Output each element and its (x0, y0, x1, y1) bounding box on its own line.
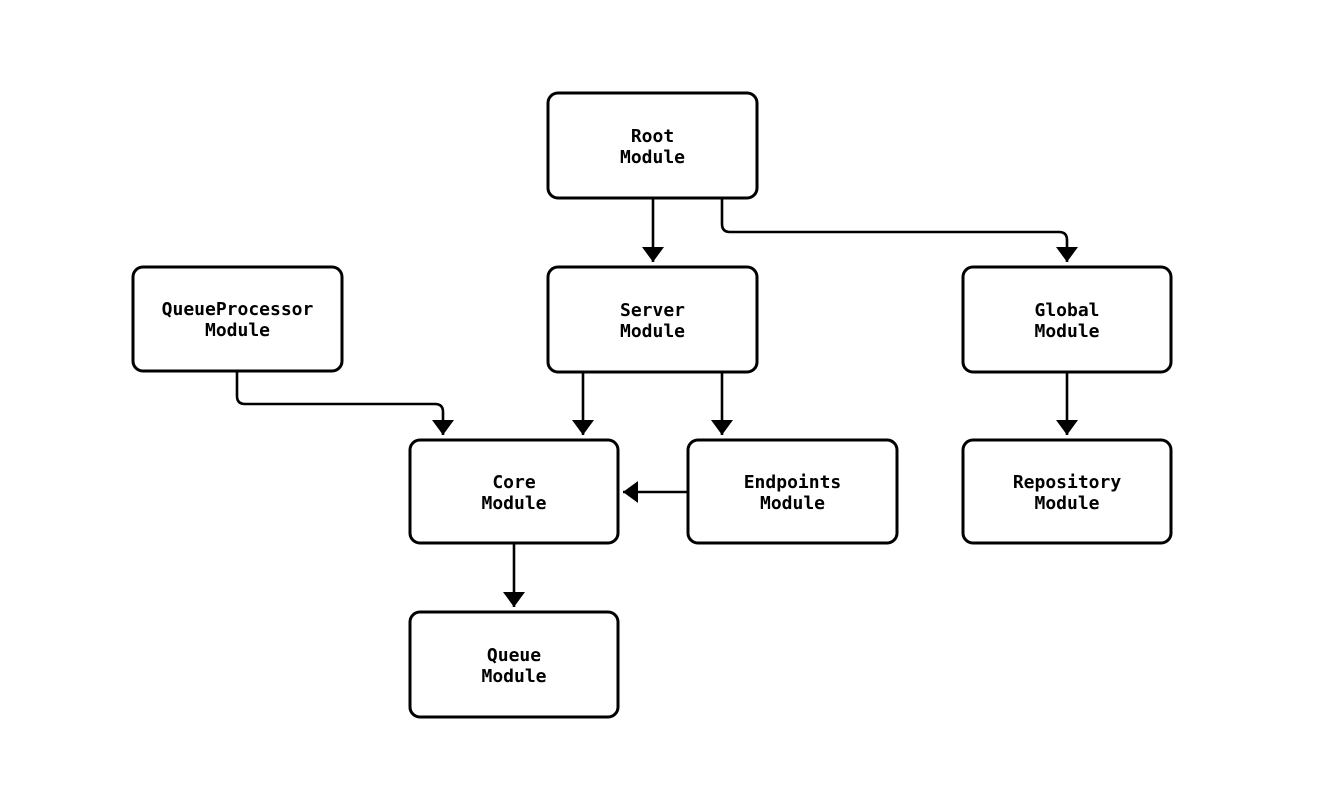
node-layer: Root Module Server Module Global Module … (131, 91, 1173, 719)
node-queue-module: Queue Module (408, 610, 620, 719)
node-server-subtitle: Module (620, 321, 685, 342)
node-root-box (546, 91, 759, 200)
node-queue-subtitle: Module (481, 666, 546, 687)
node-core-subtitle: Module (481, 493, 546, 514)
node-core-module: Core Module (408, 438, 620, 545)
node-global-subtitle: Module (1034, 321, 1099, 342)
edge-root-to-global (720, 198, 1078, 262)
node-core-box (408, 438, 620, 545)
node-root-title: Root (631, 126, 674, 147)
node-global-box (961, 265, 1173, 374)
node-repository-title: Repository (1013, 472, 1122, 493)
node-root-module: Root Module (546, 91, 759, 200)
node-global-module: Global Module (961, 265, 1173, 374)
node-server-box (546, 265, 759, 374)
edge-queueprocessor-to-core (235, 371, 454, 435)
node-global-title: Global (1034, 300, 1099, 321)
node-queueprocessor-module: QueueProcessor Module (131, 265, 344, 373)
node-root-subtitle: Module (620, 147, 685, 168)
node-repository-module: Repository Module (961, 438, 1173, 545)
node-repository-subtitle: Module (1034, 493, 1099, 514)
node-queueprocessor-title: QueueProcessor (162, 299, 314, 320)
node-queueprocessor-box (131, 265, 344, 373)
node-endpoints-title: Endpoints (744, 472, 842, 493)
node-queueprocessor-subtitle: Module (205, 320, 270, 341)
edge-layer (235, 198, 1078, 607)
node-repository-box (961, 438, 1173, 545)
node-server-module: Server Module (546, 265, 759, 374)
node-queue-title: Queue (487, 645, 541, 666)
node-queue-box (408, 610, 620, 719)
node-endpoints-subtitle: Module (760, 493, 825, 514)
node-endpoints-box (686, 438, 899, 545)
node-server-title: Server (620, 300, 685, 321)
node-core-title: Core (492, 472, 536, 493)
node-endpoints-module: Endpoints Module (686, 438, 899, 545)
